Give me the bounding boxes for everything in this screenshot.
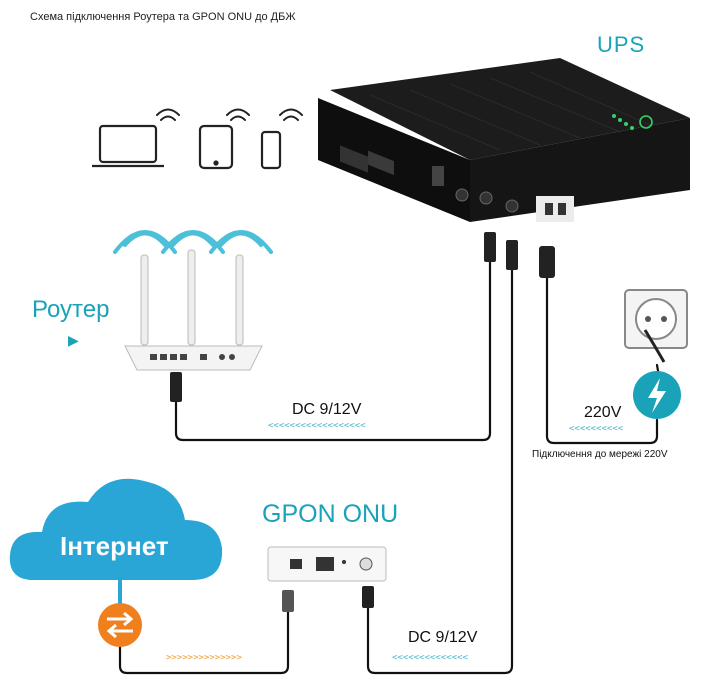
cables — [118, 260, 660, 675]
cloud-icon — [9, 478, 223, 605]
lightning-icon — [633, 371, 681, 419]
mains-connection-label: Підключення до мережі 220V — [532, 449, 668, 460]
ups-icon — [318, 58, 690, 222]
dc-plugs — [170, 232, 555, 612]
cable-internet-onu — [118, 608, 290, 675]
onu-icon — [267, 546, 387, 582]
ups-label: UPS — [597, 32, 646, 57]
gpon-onu-label: GPON ONU — [262, 500, 399, 528]
cable-mains — [545, 276, 659, 445]
router-pointer-icon: ▶ — [68, 332, 79, 348]
cable-onu-dc — [366, 268, 514, 675]
internet-label: Інтернет — [60, 531, 169, 561]
diagram-title: Схема підключення Роутера та GPON ONU до… — [30, 11, 296, 23]
dc-router-label: DC 9/12V — [292, 401, 362, 418]
flow-arrows-onu: <<<<<<<<<<<<<< — [392, 653, 468, 663]
flow-arrows-internet: >>>>>>>>>>>>>> — [166, 653, 242, 663]
tablet-icon — [198, 124, 234, 170]
dc-onu-label: DC 9/12V — [408, 629, 478, 646]
phone-icon — [260, 130, 282, 170]
wifi-icon — [156, 108, 303, 121]
flow-arrows-mains: <<<<<<<<<< — [569, 424, 624, 434]
voltage-220-label: 220V — [584, 404, 622, 421]
laptop-icon — [92, 124, 164, 168]
exchange-arrows-icon — [98, 603, 142, 647]
cable-router-dc — [174, 260, 492, 442]
wall-socket-icon — [624, 289, 688, 363]
flow-arrows-router: <<<<<<<<<<<<<<<<<< — [268, 421, 366, 431]
router-label: Роутер — [32, 296, 110, 323]
router-icon — [113, 230, 273, 371]
